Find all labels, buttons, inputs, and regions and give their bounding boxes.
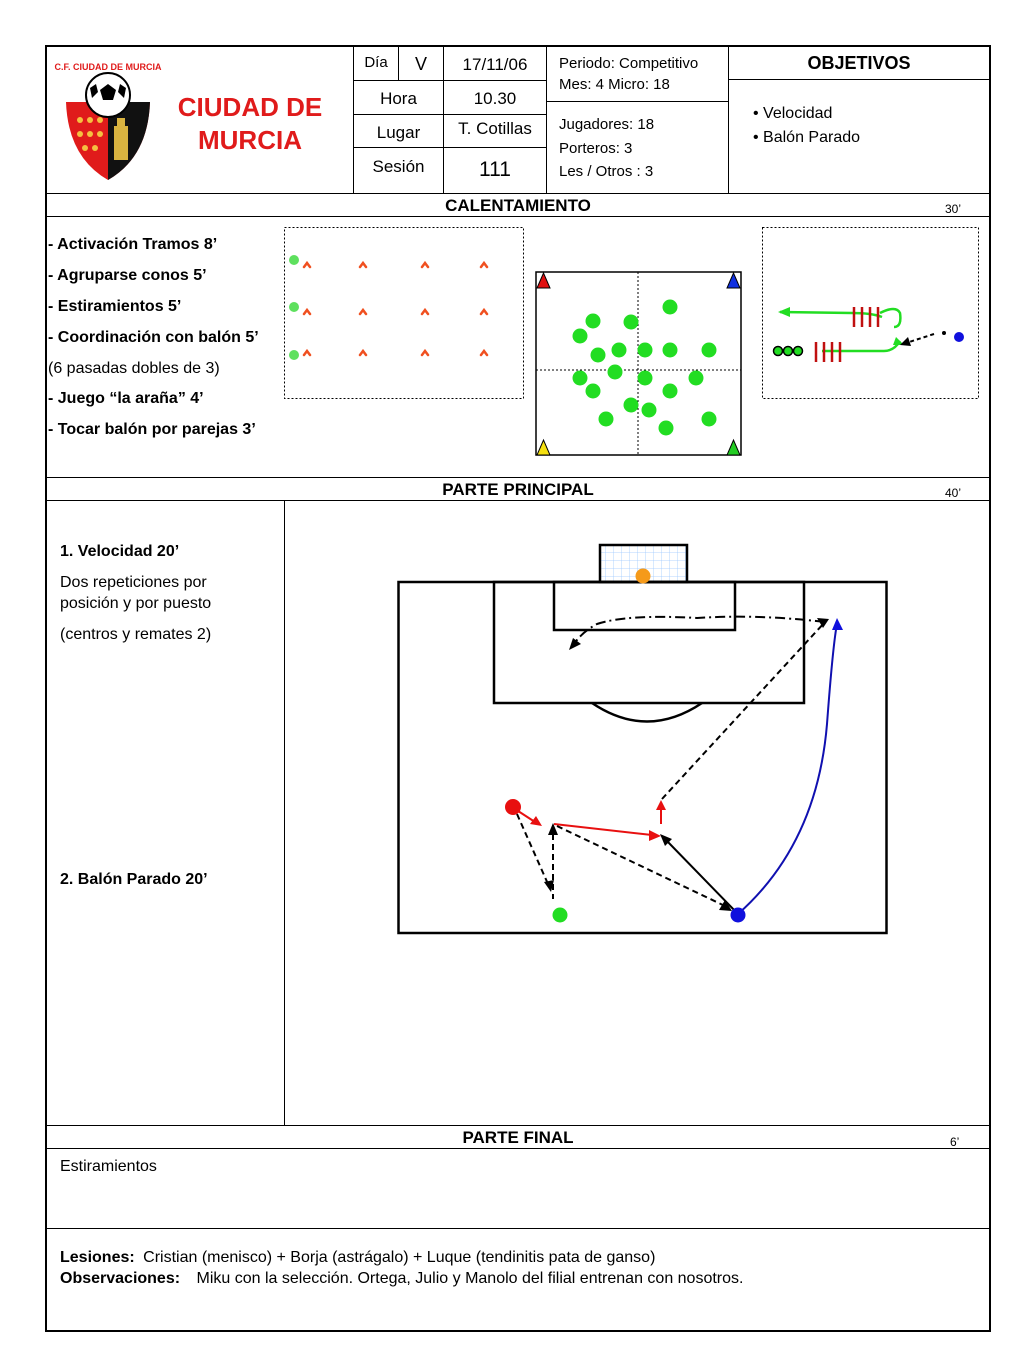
divider: [546, 45, 547, 193]
les-otros-text: Les / Otros : 3: [559, 163, 654, 180]
dia-label: Día: [364, 54, 388, 71]
date-value: 17/11/06: [462, 55, 528, 74]
observaciones-text: Miku con la selección. Ortega, Julio y M…: [196, 1270, 744, 1287]
divider: [45, 1125, 991, 1126]
parte-final-time: 6’: [950, 1135, 960, 1149]
velocidad-desc: posición y por puesto: [60, 595, 212, 612]
divider: [45, 1148, 991, 1149]
lugar-value: T. Cotillas: [458, 119, 532, 138]
calentamiento-item: (6 pasadas dobles de 3): [48, 360, 220, 377]
hora-label: Hora: [380, 89, 417, 108]
divider: [284, 500, 285, 1125]
sesion-label: Sesión: [372, 157, 425, 176]
parte-principal-title: PARTE PRINCIPAL: [442, 480, 594, 499]
calentamiento-time: 30’: [945, 202, 962, 216]
divider: [45, 477, 991, 478]
lesiones-row: Lesiones: Cristian (menisco) + Borja (as…: [60, 1249, 655, 1267]
lesiones-label: Lesiones:: [60, 1249, 135, 1266]
observaciones-row: Observaciones: Miku con la selección. Or…: [60, 1270, 743, 1288]
outer-border-bottom: [45, 1330, 991, 1332]
outer-border-right: [989, 45, 991, 1332]
calentamiento-item: - Estiramientos 5’: [48, 298, 182, 315]
sesion-value: 111: [479, 158, 511, 181]
divider: [353, 45, 354, 193]
jugadores-text: Jugadores: 18: [559, 116, 655, 133]
calentamiento-item: - Coordinación con balón 5’: [48, 329, 259, 346]
parte-principal-time: 40’: [945, 486, 962, 500]
divider: [546, 101, 728, 102]
cones-drill-diagram: [284, 227, 524, 399]
divider: [353, 114, 546, 115]
divider: [353, 147, 546, 148]
divider: [353, 80, 546, 81]
spider-game-diagram: [535, 271, 742, 456]
objetivo-item: • Velocidad: [753, 105, 833, 122]
dia-value: V: [414, 54, 427, 74]
divider: [45, 216, 991, 217]
divider: [443, 45, 444, 193]
velocidad-desc: Dos repeticiones por: [60, 574, 207, 591]
lesiones-text: Cristian (menisco) + Borja (astrágalo) +…: [143, 1249, 656, 1266]
divider: [728, 45, 729, 193]
calentamiento-item: - Tocar balón por parejas 3’: [48, 421, 256, 438]
set-piece-diagram: [397, 543, 888, 935]
club-name-line1: CIUDAD DE: [177, 92, 323, 122]
periodo-text: Periodo: Competitivo: [559, 55, 699, 72]
calentamiento-title: CALENTAMIENTO: [445, 196, 591, 215]
outer-border-top: [45, 45, 991, 47]
club-logo: C.F. CIUDAD DE MURCIA: [55, 62, 162, 180]
calentamiento-item: - Activación Tramos 8’: [48, 236, 218, 253]
parte-final-title: PARTE FINAL: [462, 1128, 574, 1147]
balon-parado-title: 2. Balón Parado 20’: [60, 871, 208, 888]
divider: [45, 500, 991, 501]
lugar-label: Lugar: [376, 123, 421, 142]
divider: [398, 45, 399, 80]
velocidad-title: 1. Velocidad 20’: [60, 543, 180, 560]
divider: [45, 1228, 991, 1229]
club-name-line2: MURCIA: [198, 125, 302, 155]
outer-border-left: [45, 45, 47, 1332]
coordination-drill-diagram: [762, 227, 979, 399]
porteros-text: Porteros: 3: [559, 140, 633, 157]
divider: [45, 193, 991, 194]
logo-text: C.F. CIUDAD DE MURCIA: [55, 62, 162, 72]
objetivo-item: • Balón Parado: [753, 129, 861, 146]
divider: [728, 79, 990, 80]
mes-micro-text: Mes: 4 Micro: 18: [559, 76, 670, 93]
velocidad-desc: (centros y remates 2): [60, 626, 212, 643]
calentamiento-item: - Agruparse conos 5’: [48, 267, 207, 284]
observaciones-label: Observaciones:: [60, 1270, 181, 1287]
parte-final-content: Estiramientos: [60, 1158, 157, 1175]
hora-value: 10.30: [473, 89, 517, 108]
objetivos-title: OBJETIVOS: [807, 53, 911, 73]
calentamiento-item: - Juego “la araña” 4’: [48, 390, 204, 407]
